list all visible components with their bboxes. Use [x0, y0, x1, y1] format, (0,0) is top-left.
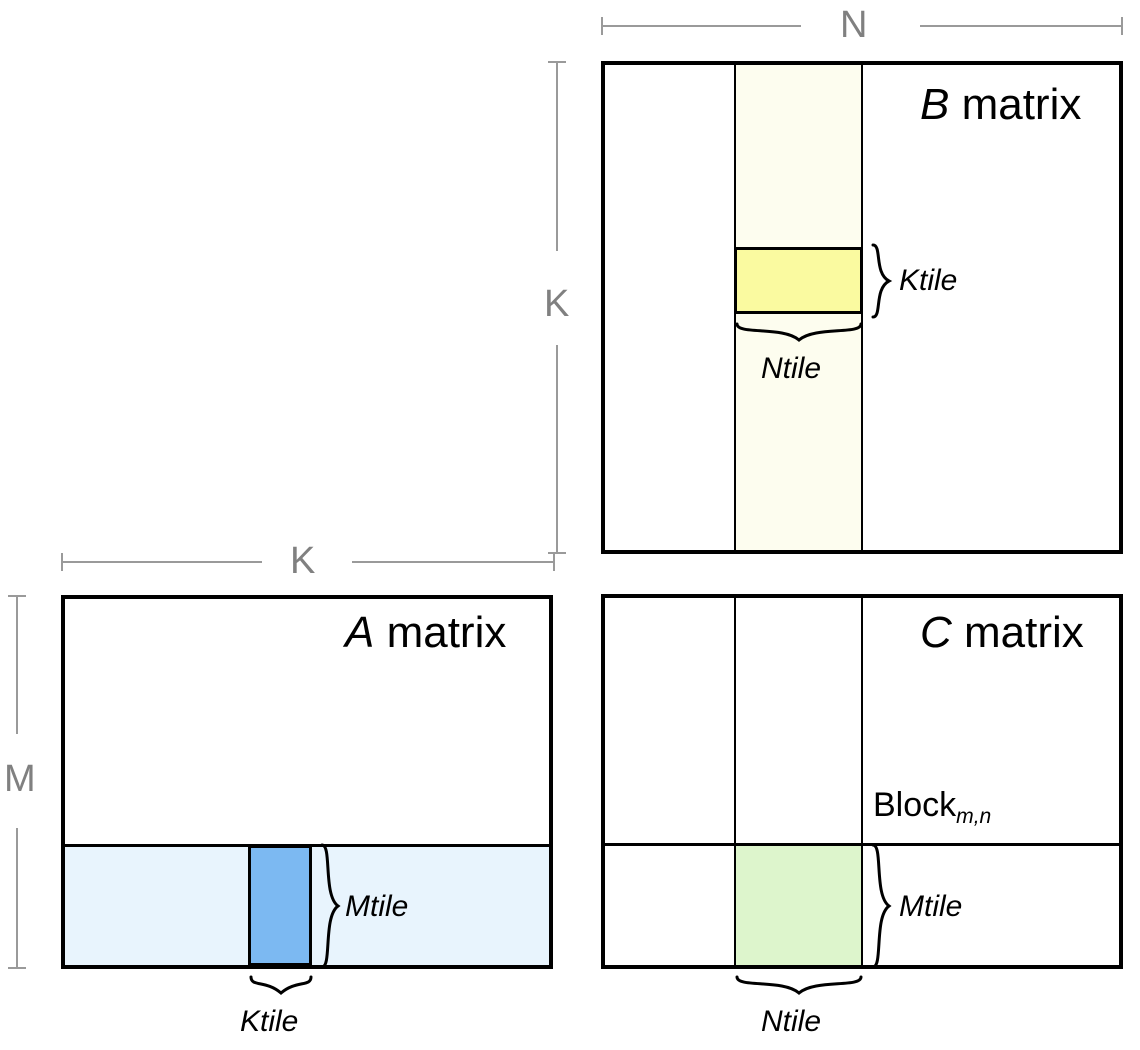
m-dimension-bottom-rule	[16, 828, 18, 968]
b-matrix-label-suffix: matrix	[949, 80, 1082, 129]
k-vertical-label: K	[544, 283, 570, 325]
c-matrix-mtile-label: Mtile	[899, 890, 963, 923]
c-matrix-label: C matrix	[920, 611, 1084, 655]
k-vertical-top-rule	[556, 61, 558, 251]
n-dimension-left-rule	[601, 25, 801, 27]
c-matrix-block-tile-left-line	[734, 846, 736, 965]
b-matrix-name: B	[920, 80, 950, 129]
n-dimension-right-cap	[1121, 17, 1123, 35]
a-matrix-label-suffix: matrix	[374, 608, 507, 657]
b-matrix-ktile-ntile-tile	[734, 247, 863, 314]
c-matrix-block-label: Blockm,n	[873, 786, 991, 827]
c-matrix-block-tile	[735, 846, 862, 965]
c-matrix-block-text: Block	[873, 786, 957, 824]
k-horizontal-right-cap	[553, 553, 555, 571]
k-horizontal-left-rule	[61, 561, 262, 563]
m-dimension-bottom-cap	[8, 967, 26, 969]
c-matrix-ntile-brace	[735, 975, 863, 995]
a-matrix-mtile-ktile-tile	[248, 845, 312, 966]
b-matrix-ktile-label: Ktile	[899, 264, 958, 297]
a-matrix-ktile-brace	[249, 975, 313, 995]
c-matrix-ntile-label: Ntile	[761, 1005, 822, 1038]
c-matrix-mtile-brace	[871, 843, 892, 969]
k-horizontal-label: K	[290, 540, 316, 582]
c-matrix-label-suffix: matrix	[951, 608, 1084, 657]
m-dimension-top-rule	[16, 595, 18, 734]
a-matrix-label: A matrix	[345, 611, 506, 655]
b-matrix-ntile-brace	[735, 322, 863, 342]
c-matrix-column-line-left	[734, 598, 736, 965]
b-matrix-ktile-brace	[871, 243, 893, 319]
b-matrix-ntile-label: Ntile	[761, 352, 822, 385]
b-matrix-label: B matrix	[920, 83, 1081, 127]
c-matrix-block-tile-right-line	[861, 846, 863, 965]
n-dimension-label: N	[840, 4, 868, 46]
a-matrix-ktile-label: Ktile	[240, 1005, 299, 1038]
a-matrix-mtile-label: Mtile	[345, 890, 409, 923]
c-matrix-column-line-right	[861, 598, 863, 965]
k-vertical-bottom-cap	[548, 552, 566, 554]
a-matrix-mtile-brace	[320, 843, 341, 969]
c-matrix-row-divider	[601, 843, 1123, 846]
k-vertical-bottom-rule	[556, 345, 558, 553]
k-horizontal-right-rule	[352, 561, 553, 563]
m-dimension-label: M	[4, 758, 36, 800]
a-matrix-name: A	[345, 608, 375, 657]
c-matrix-name: C	[920, 608, 952, 657]
n-dimension-right-rule	[920, 25, 1121, 27]
c-matrix-block-subscript: m,n	[956, 805, 992, 829]
